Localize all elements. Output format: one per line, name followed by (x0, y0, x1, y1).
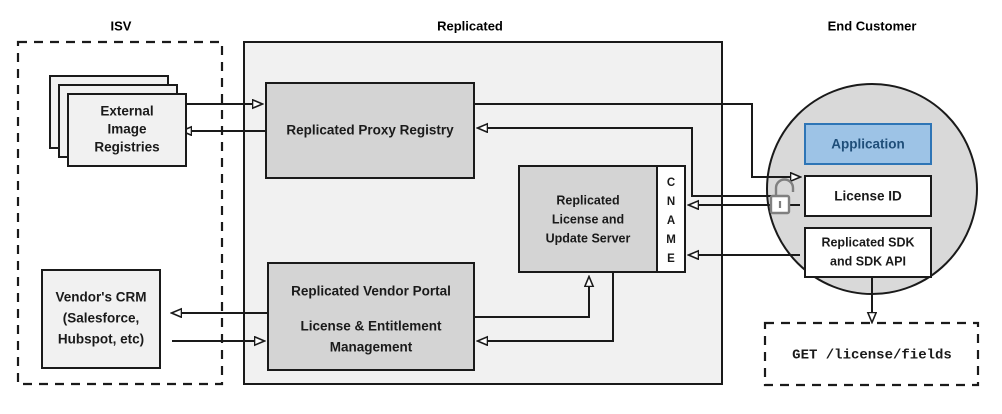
replicated-sdk-line-2: and SDK API (830, 254, 906, 268)
license-id-box (804, 175, 932, 217)
external-image-registries-line-2: Image (107, 122, 147, 137)
replicated-vendor-portal-node[interactable]: Replicated Vendor Portal License & Entit… (267, 262, 475, 371)
connector-license-server-to-portal (478, 272, 614, 341)
application-box (804, 123, 932, 165)
application-node[interactable]: Application (804, 123, 932, 165)
zone-title-end-customer: End Customer (828, 18, 917, 33)
connector-portal-to-license-server (474, 277, 589, 318)
cname-panel-box (656, 165, 686, 273)
external-image-registries-node[interactable]: External Image Registries (49, 75, 187, 167)
get-license-fields-box (763, 321, 980, 387)
license-id-label: License ID (834, 189, 902, 204)
get-license-fields-label: GET /license/fields (792, 348, 952, 364)
replicated-license-and-update-server-node[interactable]: Replicated License and Update Server (518, 165, 658, 273)
unlocked-padlock-icon (769, 178, 795, 215)
cname-letter-c: C (667, 177, 675, 189)
vendor-portal-line-1: Replicated Vendor Portal (291, 284, 451, 299)
replicated-sdk-and-sdk-api-node[interactable]: Replicated SDK and SDK API (804, 227, 932, 278)
license-server-line-1: Replicated (556, 193, 619, 207)
vendor-portal-line-2: License & Entitlement (300, 319, 442, 334)
replicated-sdk-box (804, 227, 932, 278)
vendors-crm-box (41, 269, 161, 369)
external-image-registries-line-3: Registries (94, 140, 159, 155)
vendors-crm-line-1: Vendor's CRM (56, 290, 147, 305)
replicated-sdk-line-1: Replicated SDK (821, 235, 914, 249)
zone-title-replicated: Replicated (437, 18, 503, 33)
get-license-fields-node[interactable]: GET /license/fields (763, 321, 980, 387)
cname-letter-e: E (667, 253, 675, 265)
cname-letter-a: A (667, 215, 675, 227)
vendor-portal-line-3: Management (330, 340, 413, 355)
zone-title-isv: ISV (111, 18, 132, 33)
external-image-registries-line-1: External (100, 104, 153, 119)
vendors-crm-node[interactable]: Vendor's CRM (Salesforce, Hubspot, etc) (41, 269, 161, 369)
cname-panel[interactable]: C N A M E (656, 165, 686, 273)
replicated-proxy-registry-node[interactable]: Replicated Proxy Registry (265, 82, 475, 179)
vendors-crm-line-3: Hubspot, etc) (58, 332, 144, 347)
license-server-line-2: License and (552, 212, 624, 226)
cname-letter-n: N (667, 196, 675, 208)
license-id-node[interactable]: License ID (804, 175, 932, 217)
vendors-crm-line-2: (Salesforce, (63, 311, 140, 326)
registry-card-front (67, 93, 187, 167)
replicated-vendor-portal-box (267, 262, 475, 371)
connector-proxy-to-application (474, 103, 800, 177)
replicated-proxy-registry-label: Replicated Proxy Registry (286, 123, 454, 138)
replicated-proxy-registry-box (265, 82, 475, 179)
connector-application-to-proxy (478, 128, 772, 197)
cname-letter-m: M (666, 234, 676, 246)
application-label: Application (831, 137, 905, 152)
isv-zone-boundary (16, 40, 224, 386)
license-server-line-3: Update Server (546, 231, 631, 245)
